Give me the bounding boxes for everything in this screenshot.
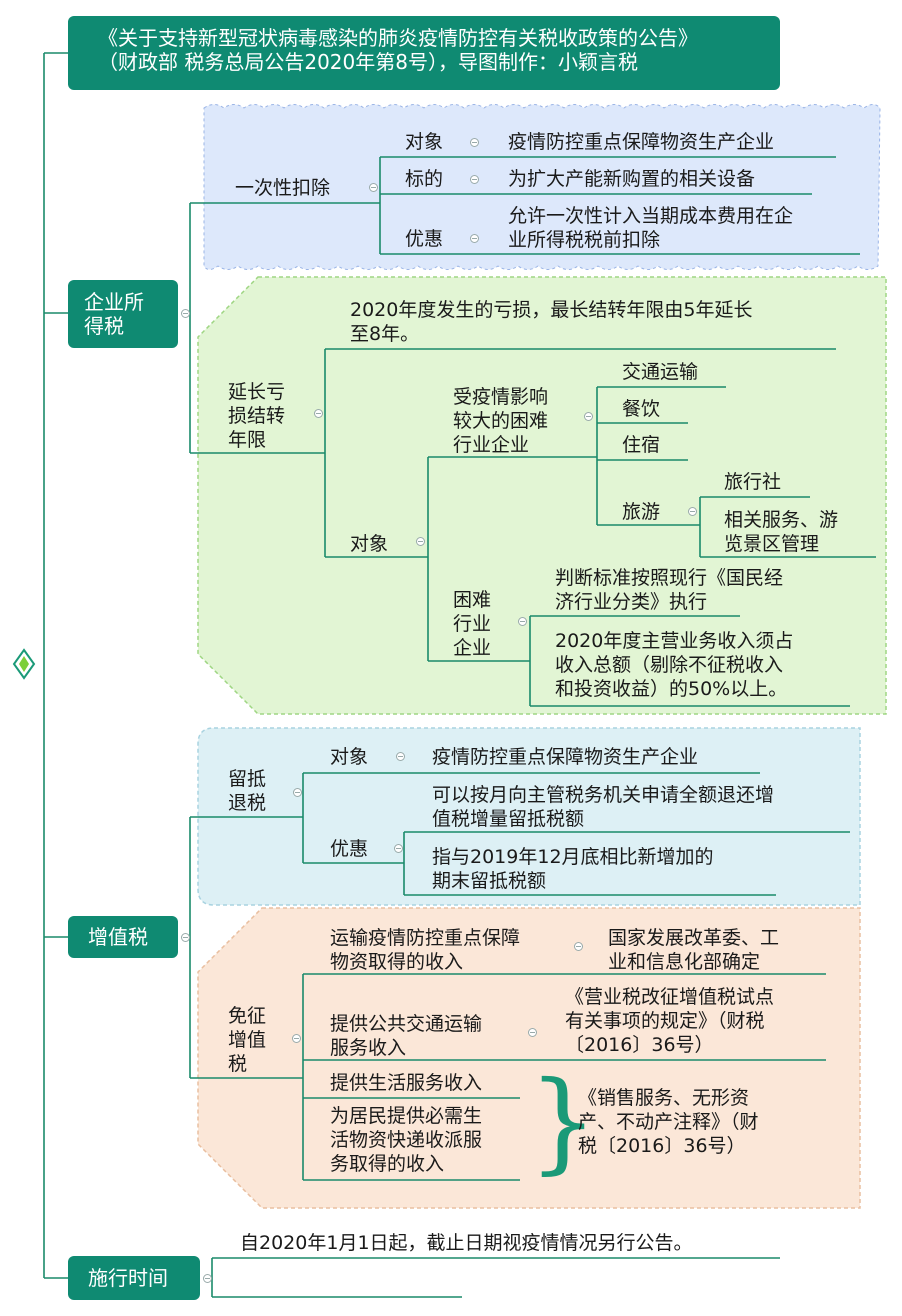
collapse-icon[interactable]: [394, 844, 403, 853]
root-diamond-icon: [12, 648, 36, 680]
label-benefit: 优惠: [405, 228, 444, 250]
brace-icon: }: [528, 1057, 598, 1185]
node-affected-industries[interactable]: 受疫情影响 较大的困难 行业企业: [453, 386, 549, 456]
region-one-time-deduction: [203, 104, 881, 270]
exempt-item-express-delivery[interactable]: 为居民提供必需生 活物资快递收派服 务取得的收入: [330, 1105, 483, 1175]
industry-lodging: 住宿: [622, 434, 661, 456]
node-enterprise-income-tax[interactable]: 企业所 得税: [68, 280, 178, 348]
title-line1: 《关于支持新型冠状病毒感染的肺炎疫情防控有关税收政策的公告》: [98, 26, 698, 50]
collapse-icon[interactable]: [314, 409, 323, 418]
collapse-icon[interactable]: [181, 309, 190, 318]
tourism-travel-agency: 旅行社: [724, 471, 782, 493]
industry-transport: 交通运输: [622, 361, 699, 383]
label-refund-object: 对象: [330, 746, 369, 768]
exempt-item-public-transport-note: 《营业税改征增值税试点 有关事项的规定》（财税 〔2016〕36号）: [565, 986, 775, 1056]
loss-carryover-description: 2020年度发生的亏损，最长结转年限由5年延长 至8年。: [350, 299, 753, 345]
collapse-icon[interactable]: [292, 1034, 301, 1043]
collapse-icon[interactable]: [688, 507, 697, 516]
title-line2: （财政部 税务总局公告2020年第8号），导图制作：小颖言税: [98, 50, 638, 74]
effective-date-value: 自2020年1月1日起，截止日期视疫情情况另行公告。: [240, 1232, 693, 1254]
refund-benefit-monthly: 可以按月向主管税务机关申请全额退还增 值税增量留抵税额: [432, 784, 775, 830]
node-one-time-deduction[interactable]: 一次性扣除: [235, 177, 331, 199]
node-vat-refund[interactable]: 留抵 退税: [228, 768, 267, 814]
label-refund-benefit[interactable]: 优惠: [330, 838, 369, 860]
value-target: 为扩大产能新购置的相关设备: [508, 168, 756, 190]
collapse-icon[interactable]: [203, 1274, 212, 1283]
difficult-standard: 判断标准按照现行《国民经 济行业分类》执行: [555, 567, 784, 613]
collapse-icon[interactable]: [574, 942, 583, 951]
collapse-icon[interactable]: [369, 183, 378, 192]
exempt-item-public-transport[interactable]: 提供公共交通运输 服务收入: [330, 1013, 483, 1059]
label-object: 对象: [405, 131, 444, 153]
tourism-related-services: 相关服务、游 览景区管理: [724, 509, 839, 555]
collapse-icon[interactable]: [470, 138, 479, 147]
collapse-icon[interactable]: [396, 752, 405, 761]
node-vat-exempt[interactable]: 免征 增值 税: [228, 1005, 267, 1075]
difficult-revenue-rule: 2020年度主营业务收入须占 收入总额（剔除不征税收入 和投资收益）的50%以上…: [555, 630, 794, 700]
exempt-items-shared-note: 《销售服务、无形资 产、不动产注释》（财 税〔2016〕36号）: [578, 1087, 759, 1157]
value-object: 疫情防控重点保障物资生产企业: [508, 131, 775, 153]
collapse-icon[interactable]: [528, 1028, 537, 1037]
collapse-icon[interactable]: [470, 234, 479, 243]
title-node[interactable]: 《关于支持新型冠状病毒感染的肺炎疫情防控有关税收政策的公告》 （财政部 税务总局…: [68, 16, 780, 90]
collapse-icon[interactable]: [584, 412, 593, 421]
node-loss-object[interactable]: 对象: [350, 533, 389, 555]
label-target: 标的: [405, 168, 444, 190]
region-vat-exempt: [197, 907, 861, 1209]
node-effective-date[interactable]: 施行时间: [68, 1256, 200, 1300]
industry-tourism[interactable]: 旅游: [622, 501, 661, 523]
industry-catering: 餐饮: [622, 398, 661, 420]
value-benefit: 允许一次性计入当期成本费用在企 业所得税税前扣除: [508, 205, 794, 251]
value-refund-object: 疫情防控重点保障物资生产企业: [432, 746, 699, 768]
collapse-icon[interactable]: [470, 175, 479, 184]
exempt-item-transport[interactable]: 运输疫情防控重点保障 物资取得的收入: [330, 927, 521, 973]
exempt-item-life-services[interactable]: 提供生活服务收入: [330, 1072, 483, 1094]
node-vat[interactable]: 增值税: [68, 916, 178, 958]
exempt-item-transport-note: 国家发展改革委、工 业和信息化部确定: [608, 927, 780, 973]
refund-benefit-definition: 指与2019年12月底相比新增加的 期末留抵税额: [432, 846, 714, 892]
collapse-icon[interactable]: [518, 617, 527, 626]
collapse-icon[interactable]: [293, 788, 302, 797]
node-difficult-industries[interactable]: 困难 行业 企业: [453, 589, 492, 659]
collapse-icon[interactable]: [181, 933, 190, 942]
collapse-icon[interactable]: [416, 537, 425, 546]
node-loss-carryover[interactable]: 延长亏 损结转 年限: [228, 381, 286, 451]
